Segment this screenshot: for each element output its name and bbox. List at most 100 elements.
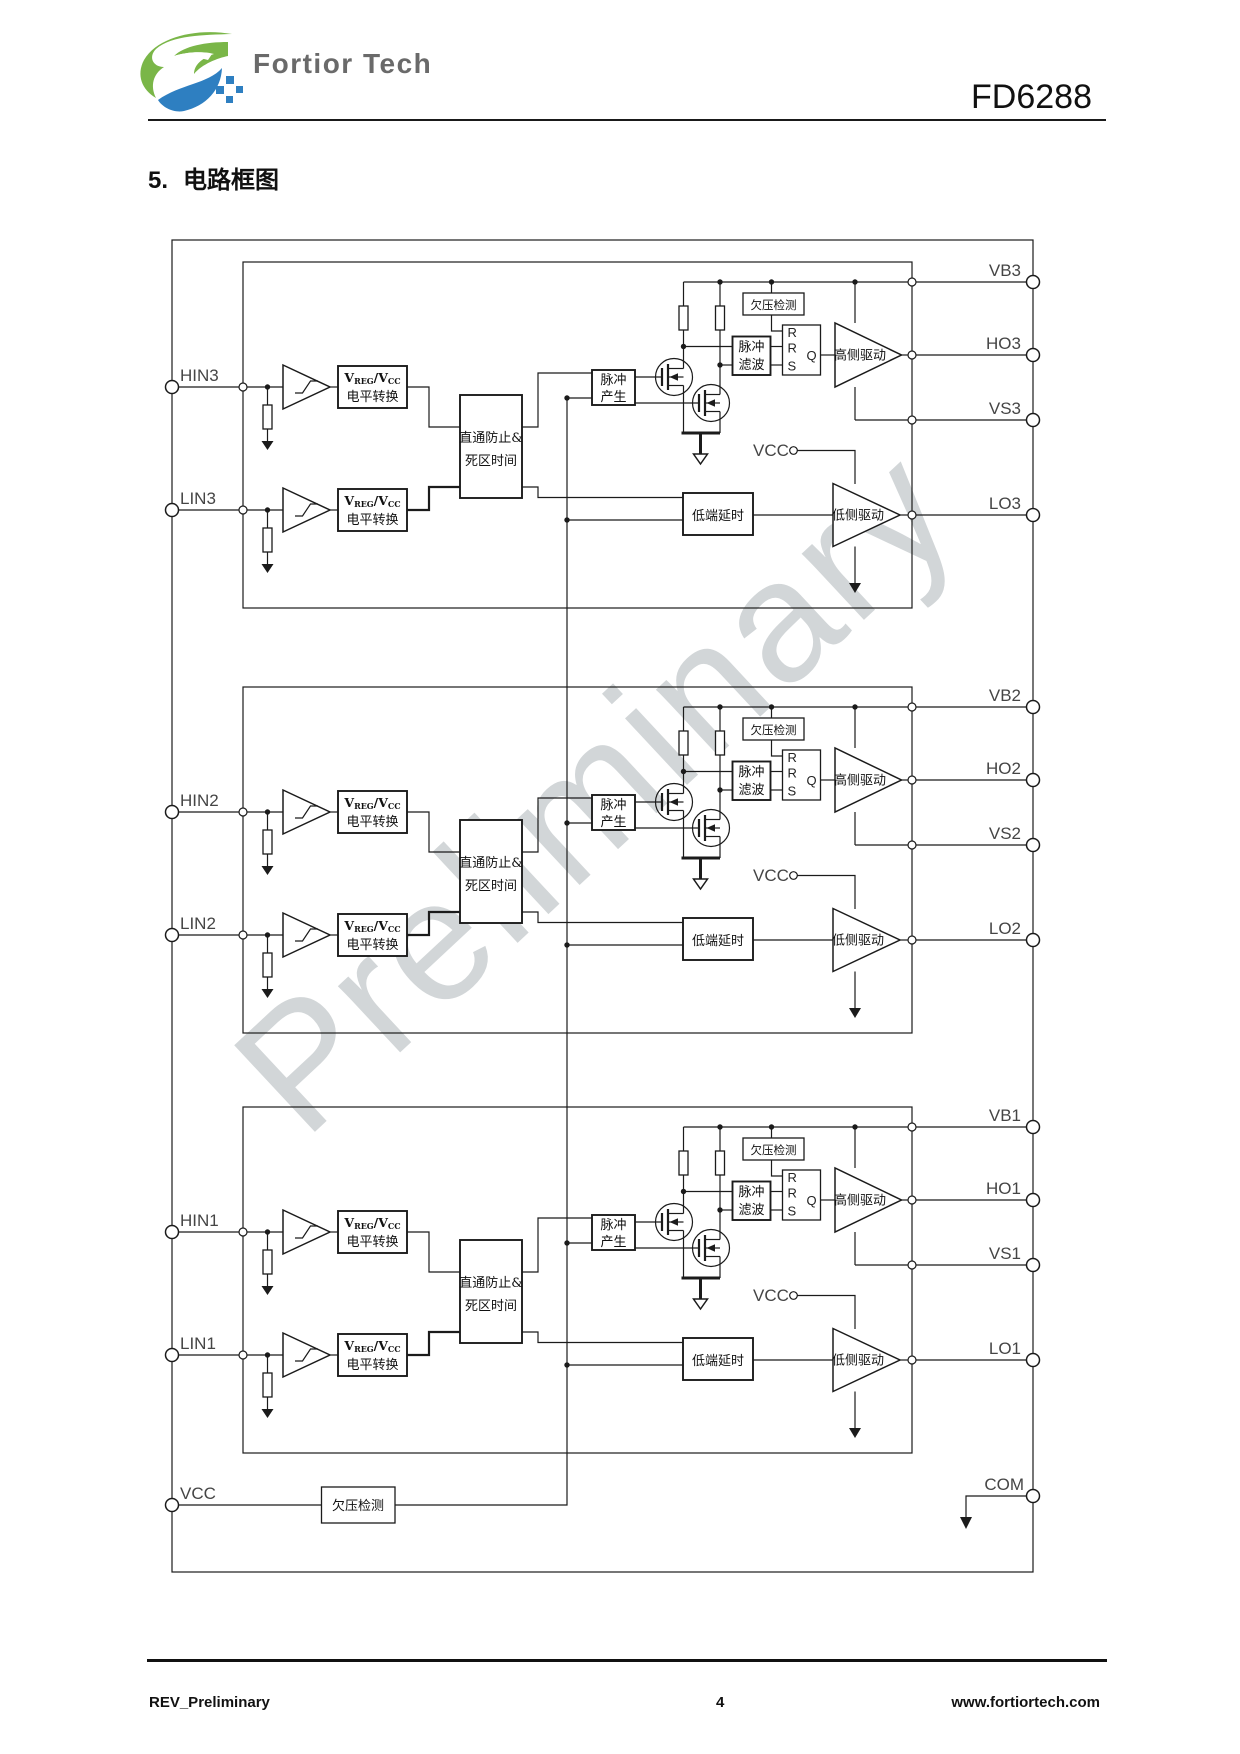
- vs-terminal: [1025, 412, 1041, 428]
- svg-text:电平转换: 电平转换: [346, 390, 398, 405]
- vs-label: VS2: [989, 824, 1021, 843]
- lo-label: LO2: [989, 919, 1021, 938]
- ground-arrow-icon: [261, 866, 274, 875]
- lin-pin: [238, 505, 248, 515]
- high-side-driver: [834, 321, 904, 389]
- section-name: 电路框图: [183, 167, 280, 194]
- hin-pulldown-resistor: [262, 829, 273, 855]
- uvlo-bus: [395, 398, 568, 1506]
- ground-arrow-icon: [849, 583, 861, 593]
- svg-text:直通防止&: 直通防止&: [459, 1275, 523, 1291]
- svg-text:R: R: [788, 1170, 797, 1185]
- com-section: COM: [960, 1475, 1041, 1529]
- ground-arrow-icon: [692, 453, 709, 466]
- svg-text:R: R: [788, 341, 797, 356]
- vs-pin: [907, 415, 917, 425]
- channel-box: [242, 261, 913, 609]
- vb-pin: [907, 1122, 917, 1132]
- svg-text:产生: 产生: [600, 815, 626, 830]
- hin-level-shift-box: [337, 365, 408, 409]
- vs-terminal: [1025, 837, 1041, 853]
- ho-pin: [907, 775, 917, 785]
- hin-pulldown-resistor: [262, 404, 273, 430]
- svg-text:欠压检测: 欠压检测: [332, 1498, 384, 1514]
- vb-terminal: [1025, 274, 1041, 290]
- svg-text:Q: Q: [807, 348, 817, 363]
- ground-arrow-icon: [261, 1286, 274, 1295]
- header-rule: [148, 119, 1106, 121]
- footer-page-number: 4: [716, 1694, 725, 1711]
- ground-arrow-icon: [261, 441, 274, 450]
- hysteresis-icon: [295, 503, 318, 517]
- ho-pin: [907, 1195, 917, 1205]
- section-title: 5.电路框图: [148, 160, 279, 195]
- level-shift-title: VREG/VCC: [343, 795, 400, 811]
- vcc-node: [789, 446, 798, 455]
- svg-text:死区时间: 死区时间: [465, 879, 517, 894]
- vb-label: VB2: [989, 686, 1021, 705]
- vcc-node: [789, 1291, 798, 1300]
- vb-label: VB1: [989, 1106, 1021, 1125]
- pulse-filter-box: [731, 335, 772, 376]
- mosfet-icon: [654, 357, 694, 397]
- lo-label: LO3: [989, 494, 1021, 513]
- svg-text:低端延时: 低端延时: [692, 934, 744, 949]
- resistor: [678, 730, 689, 756]
- vb-pin: [907, 702, 917, 712]
- lo-pin: [907, 935, 917, 945]
- ho-terminal: [1025, 1192, 1041, 1208]
- brand-name: Fortior Tech: [253, 48, 433, 79]
- vcc-label: VCC: [753, 441, 789, 460]
- ground-arrow-icon: [692, 878, 709, 891]
- dead-time-box: [459, 1239, 523, 1344]
- svg-text:滤波: 滤波: [738, 783, 764, 798]
- svg-text:脉冲: 脉冲: [600, 1218, 626, 1233]
- hin-pin: [238, 1227, 248, 1237]
- vs-label: VS3: [989, 399, 1021, 418]
- resistor: [714, 305, 726, 331]
- low-side-delay-box: [682, 492, 754, 536]
- pulse-filter-box: [731, 1180, 772, 1221]
- ho-label: HO2: [986, 759, 1021, 778]
- lin-pulldown-resistor: [262, 527, 273, 553]
- vcc-bottom-label: VCC: [180, 1484, 216, 1503]
- channel-1: HIN1 VREG/VCC 电平转换 LIN1: [164, 1106, 1041, 1454]
- diagram-outer-border: [171, 239, 1034, 1573]
- svg-text:S: S: [788, 784, 797, 799]
- footer-rule: [147, 1659, 1107, 1662]
- ho-label: HO3: [986, 334, 1021, 353]
- mosfet-icon: [691, 1228, 731, 1268]
- svg-text:低侧驱动: 低侧驱动: [832, 509, 884, 524]
- svg-text:电平转换: 电平转换: [346, 938, 398, 953]
- level-shift-title: VREG/VCC: [343, 493, 400, 509]
- lo-pin: [907, 510, 917, 520]
- rs-latch-box: [781, 749, 822, 801]
- uvlo-box: [742, 292, 805, 316]
- hin-terminal: [164, 804, 180, 820]
- low-side-driver: [832, 907, 902, 973]
- svg-text:直通防止&: 直通防止&: [459, 855, 523, 871]
- dead-time-box: [459, 819, 523, 924]
- lo-label: LO1: [989, 1339, 1021, 1358]
- resistor: [678, 1150, 689, 1176]
- high-side-driver: [834, 1166, 904, 1234]
- ground-arrow-icon: [849, 1008, 861, 1018]
- svg-text:R: R: [788, 325, 797, 340]
- hin-label: HIN2: [180, 791, 219, 810]
- svg-text:高侧驱动: 高侧驱动: [834, 348, 886, 364]
- svg-text:S: S: [788, 1204, 797, 1219]
- lin-label: LIN3: [180, 489, 216, 508]
- hin-pin: [238, 807, 248, 817]
- lin-pin: [238, 930, 248, 940]
- part-number: FD6288: [971, 78, 1092, 116]
- lo-terminal: [1025, 507, 1041, 523]
- lin-terminal: [164, 1347, 180, 1363]
- vb-terminal: [1025, 1119, 1041, 1135]
- svg-text:脉冲: 脉冲: [738, 1185, 764, 1200]
- svg-text:死区时间: 死区时间: [465, 1299, 517, 1314]
- vcc-label: VCC: [753, 866, 789, 885]
- com-label: COM: [984, 1475, 1024, 1494]
- svg-text:欠压检测: 欠压检测: [751, 1143, 797, 1157]
- lin-terminal: [164, 502, 180, 518]
